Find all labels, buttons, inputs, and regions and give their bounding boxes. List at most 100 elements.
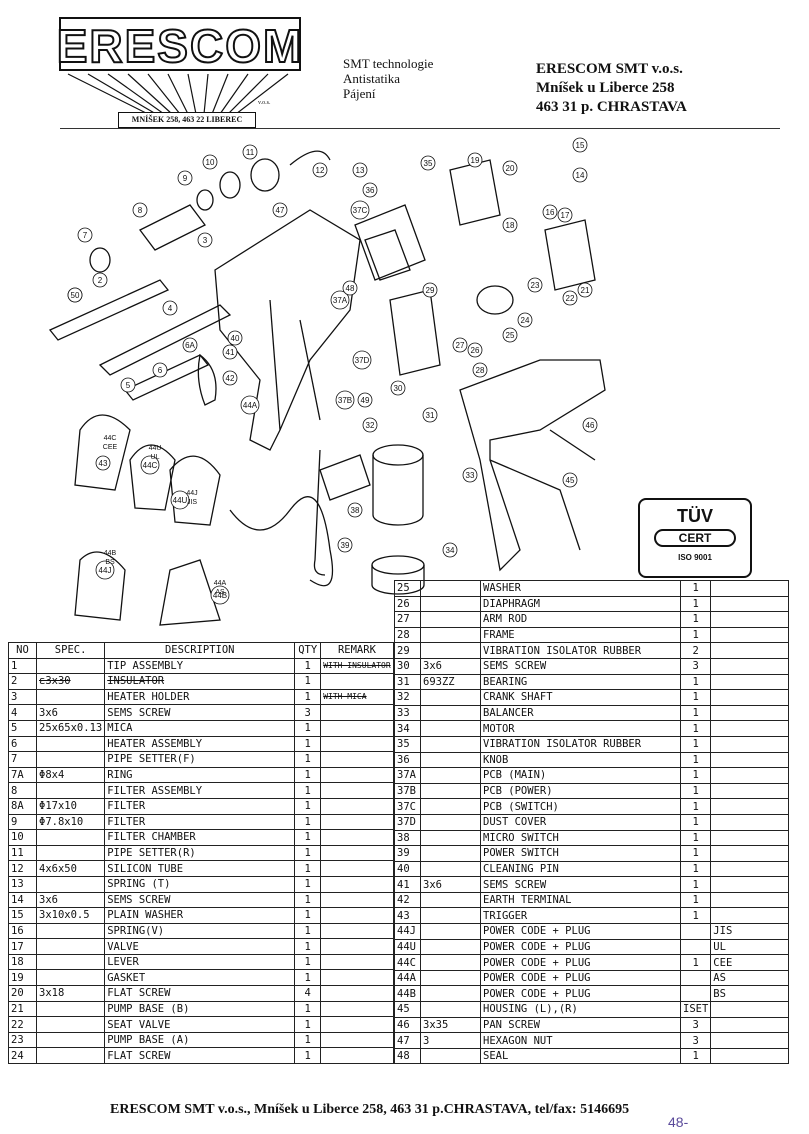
description-cell: FILTER [104, 813, 296, 831]
remark-cell [320, 938, 394, 955]
part-no-cell: 21 [8, 1000, 37, 1018]
remark-cell: BS [710, 985, 790, 1003]
callout-label: 21 [581, 286, 590, 295]
qty-cell: 1 [294, 907, 322, 924]
callout-label: 19 [471, 156, 480, 165]
callout-label: 32 [366, 421, 375, 430]
description-cell: MICA [104, 719, 296, 737]
part-no-cell: 35 [394, 735, 421, 753]
remark-cell [710, 829, 790, 847]
qty-cell: 3 [679, 1016, 712, 1034]
callout-label: 6 [158, 366, 163, 375]
remark-cell [320, 1031, 394, 1049]
part-callout: 3 [197, 232, 213, 248]
housing-left-shape [214, 209, 361, 451]
spec-cell [420, 735, 481, 753]
part-no-cell: 13 [8, 875, 37, 893]
part-no-cell: 37C [394, 798, 421, 815]
column-header: REMARK [320, 642, 394, 659]
plug-label: 44U [149, 445, 162, 452]
qty-cell: ISET [679, 1001, 712, 1018]
spec-cell [420, 580, 481, 597]
spec-cell: 4x6x50 [35, 860, 106, 877]
description-cell: GASKET [104, 969, 296, 987]
heater-shape [123, 354, 210, 401]
plug-label: AS [215, 589, 225, 596]
qty-cell: 1 [294, 751, 322, 768]
description-cell: VIBRATION ISOLATOR RUBBER [480, 735, 681, 753]
pcb-main-shape [354, 204, 426, 281]
remark-cell [710, 595, 790, 613]
column-header: DESCRIPTION [104, 642, 296, 659]
spec-cell [420, 595, 481, 613]
description-cell: FILTER CHAMBER [104, 829, 296, 846]
part-no-cell: 44A [394, 969, 421, 987]
part-callout: 32 [362, 417, 378, 433]
spec-cell [35, 922, 106, 940]
plug-ul-shape [129, 444, 176, 511]
part-callout: 6A [182, 337, 198, 353]
qty-cell [679, 938, 712, 956]
description-cell: PUMP BASE (B) [104, 1000, 296, 1018]
part-callout: 30 [390, 380, 406, 396]
description-cell: PCB (POWER) [480, 782, 681, 800]
qty-cell: 4 [294, 985, 322, 1002]
spec-cell [420, 751, 481, 769]
qty-cell: 1 [679, 704, 712, 722]
part-no-cell: 40 [394, 860, 421, 878]
cable-shape [229, 496, 334, 587]
footer-contact: ERESCOM SMT v.o.s., Mníšek u Liberce 258… [110, 1102, 630, 1117]
qty-cell: 1 [679, 626, 712, 644]
page-number-handwritten: 48- [668, 1114, 689, 1130]
part-callout: 26 [467, 342, 483, 358]
part-no-cell: 3 [8, 688, 37, 706]
part-callout: 8 [132, 202, 148, 218]
spec-cell: Φ7.8x10 [35, 813, 106, 831]
callout-label: 2 [98, 276, 103, 285]
part-no-cell: 16 [8, 922, 37, 940]
callout-label: 36 [366, 186, 375, 195]
spec-cell [420, 611, 481, 628]
qty-cell: 1 [294, 719, 322, 737]
part-callout: 19 [467, 152, 483, 168]
qty-cell: 1 [294, 969, 322, 987]
remark-cell [320, 782, 394, 799]
spec-cell [420, 907, 481, 925]
part-callout: 31 [422, 407, 438, 423]
spec-cell [420, 767, 481, 784]
qty-cell: 1 [294, 766, 322, 784]
remark-cell [710, 767, 790, 784]
description-cell: POWER CODE + PLUG [480, 985, 681, 1003]
remark-cell [710, 611, 790, 628]
part-no-cell: 46 [394, 1016, 421, 1034]
header-rule [60, 128, 780, 129]
description-cell: PAN SCREW [480, 1016, 681, 1034]
tip-assembly-shape [48, 279, 170, 341]
remark-cell [320, 922, 394, 940]
qty-cell: 1 [679, 1047, 712, 1065]
qty-cell: 1 [679, 751, 712, 769]
callout-label: 39 [341, 541, 350, 550]
remark-cell [710, 673, 790, 691]
spec-cell [420, 626, 481, 644]
part-callout: 38 [347, 502, 363, 518]
callout-label: 50 [71, 291, 80, 300]
part-callout: 18 [502, 217, 518, 233]
remark-cell [710, 1001, 790, 1018]
plug-bs-shape [74, 551, 126, 621]
part-no-cell: 37D [394, 813, 421, 831]
callout-label: 37B [338, 396, 352, 405]
iso-standard: ISO 9001 [678, 553, 712, 562]
